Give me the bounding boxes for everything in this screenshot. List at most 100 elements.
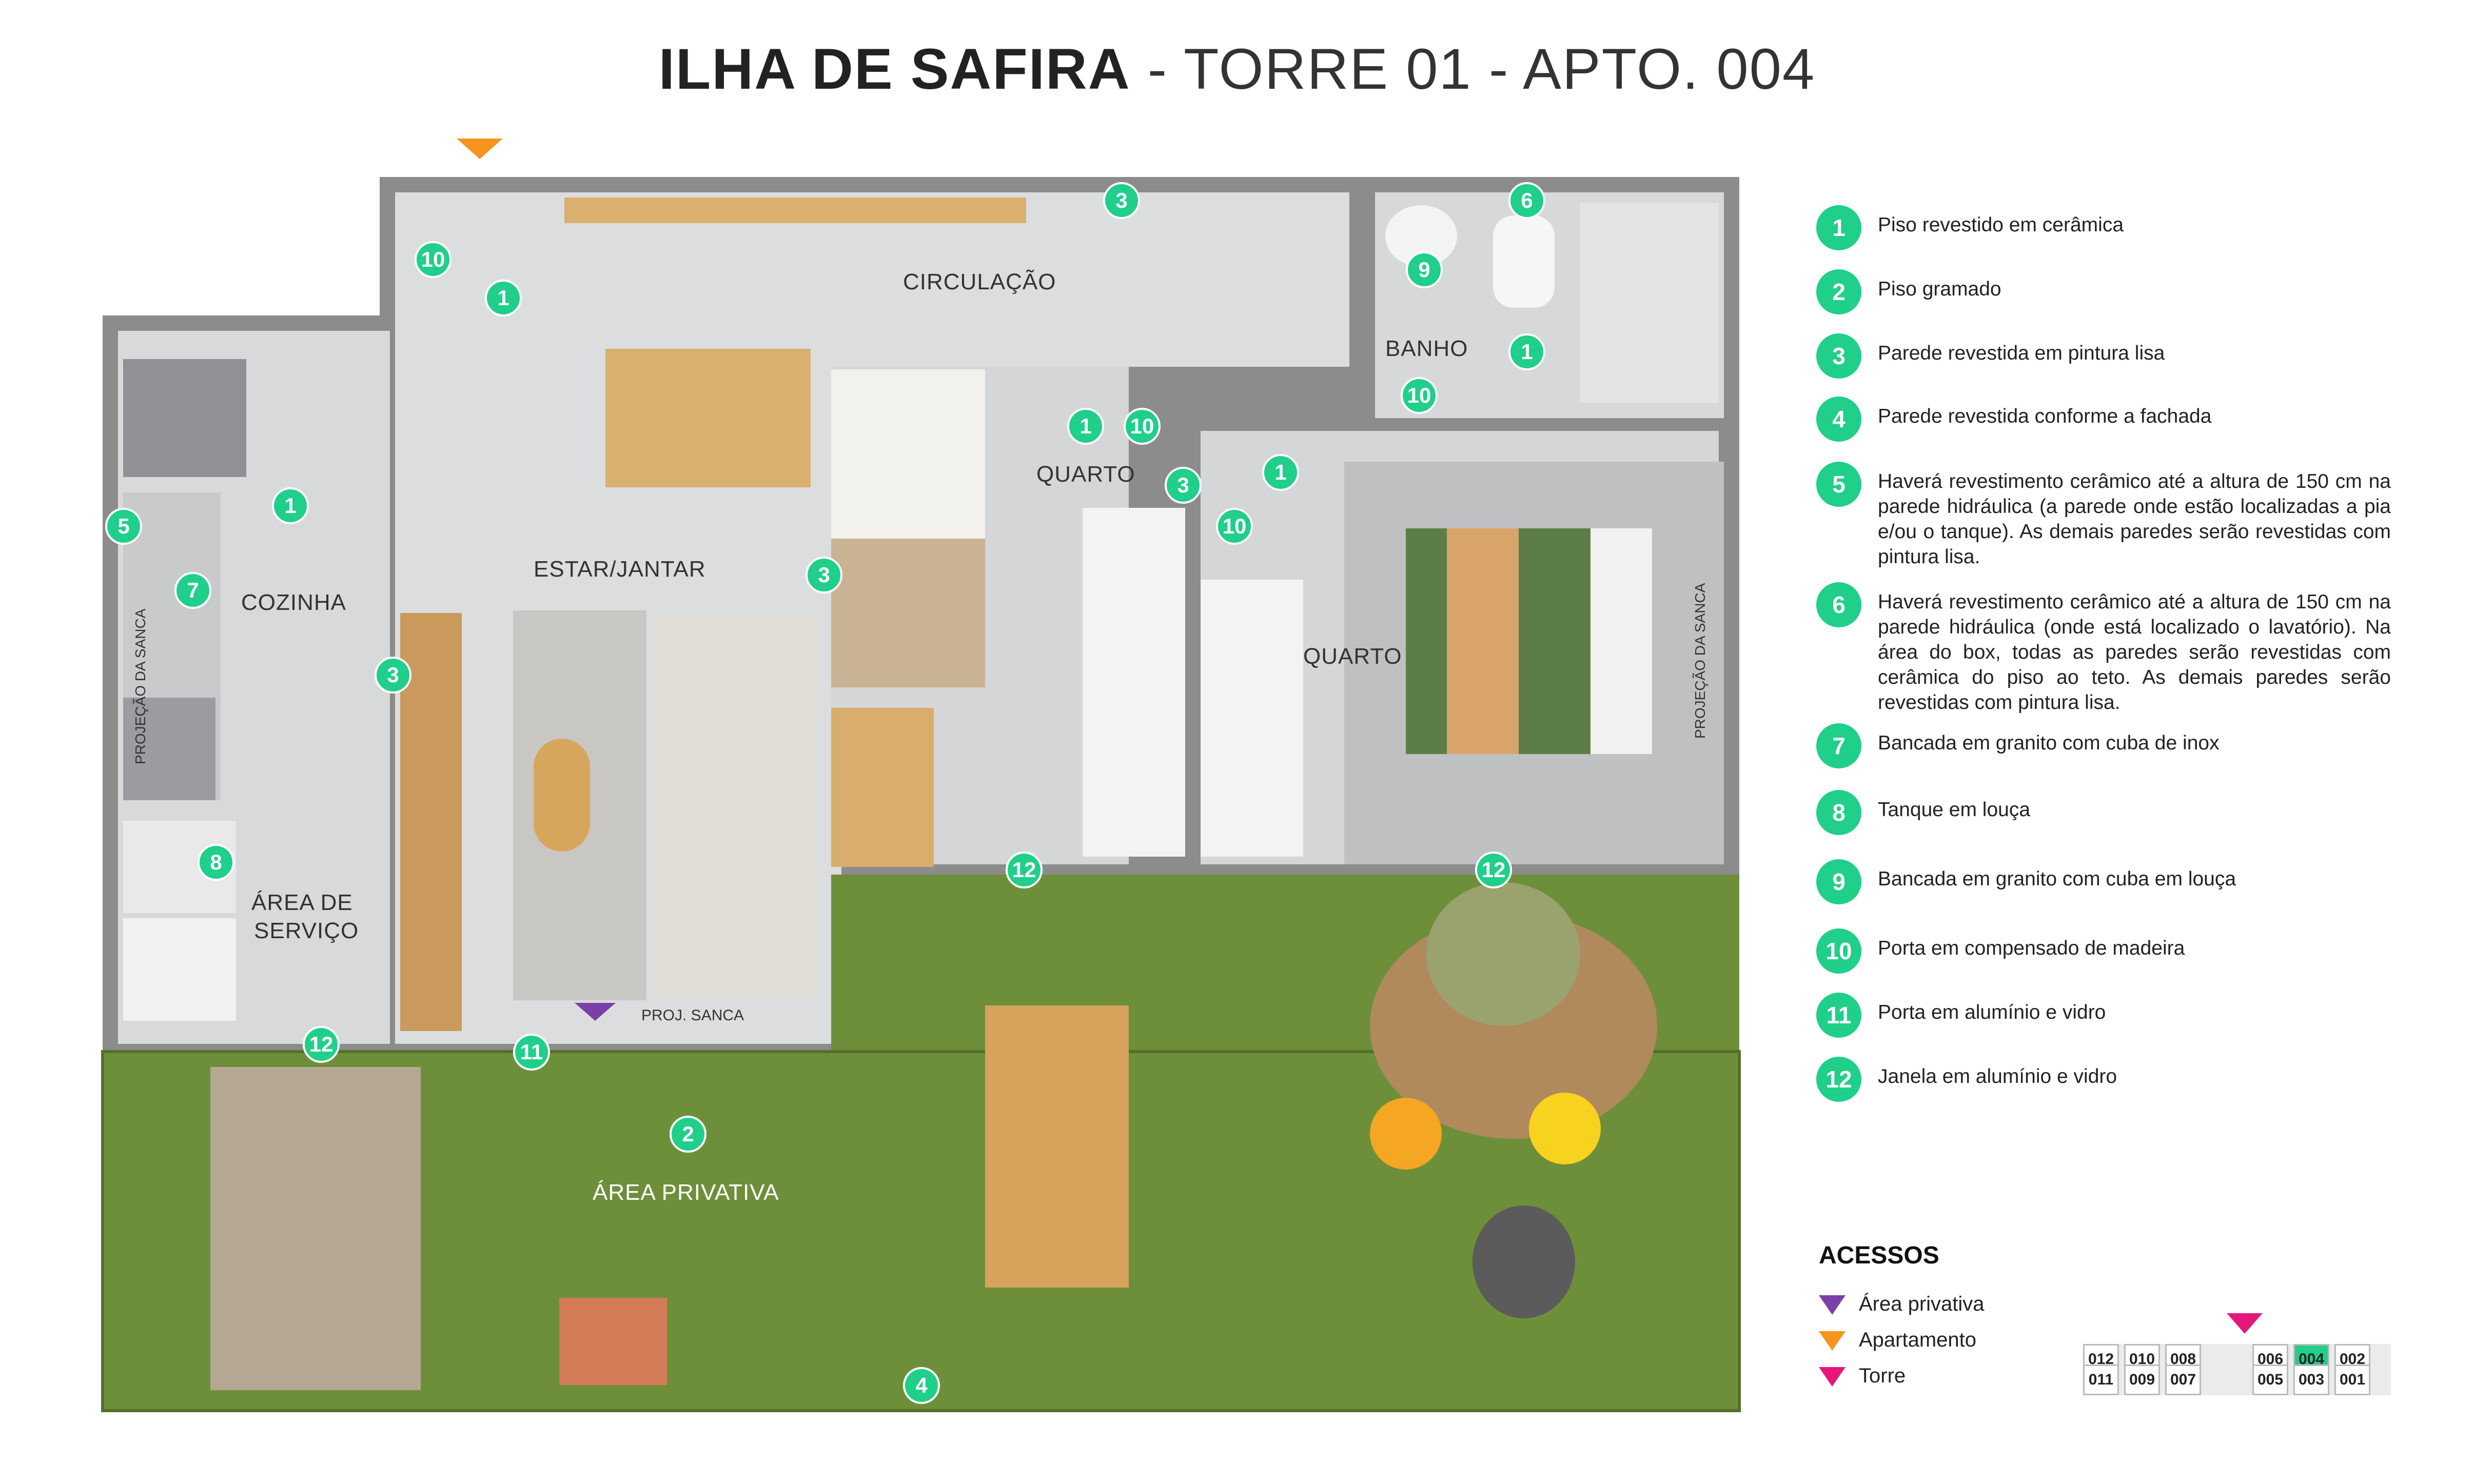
legend-number: 2 — [1816, 269, 1861, 314]
legend-number: 11 — [1816, 993, 1861, 1038]
marker-bath-door: 10 — [1401, 377, 1438, 414]
legend-number: 1 — [1816, 205, 1861, 250]
marker-window-quarto2: 12 — [1475, 852, 1512, 888]
stove — [123, 698, 215, 800]
legend-number: 6 — [1816, 582, 1861, 627]
proj-sanca-left-label: PROJEÇÃO DA SANCA — [132, 608, 148, 764]
legend-text: Bancada em granito com cuba de inox — [1878, 732, 2220, 754]
unit-011: 011 — [2083, 1364, 2119, 1395]
marker-floor: 1 — [485, 280, 522, 316]
legend-number: 3 — [1816, 333, 1861, 379]
tower-entrance-icon — [2227, 1313, 2263, 1334]
shower-box — [1580, 203, 1719, 403]
title-main: ILHA DE SAFIRA — [658, 37, 1131, 101]
triangle-icon — [1819, 1295, 1845, 1315]
proj-sanca-right-label: PROJEÇÃO DA SANCA — [1692, 583, 1708, 739]
legend-text: Parede revestida em pintura lisa — [1878, 342, 2165, 364]
tv-panel — [400, 613, 462, 1031]
fridge — [123, 359, 246, 477]
unit-009: 009 — [2124, 1364, 2160, 1395]
pouf-orange — [1370, 1098, 1442, 1170]
title-sub: - TORRE 01 - APTO. 004 — [1130, 37, 1816, 101]
legend-text: Piso revestido em cerâmica — [1878, 214, 2124, 236]
marker-grass: 2 — [670, 1116, 706, 1153]
lounge-rug — [210, 1067, 421, 1390]
acesso-apartamento: Apartamento — [1819, 1329, 1976, 1352]
legend-number: 10 — [1816, 928, 1861, 974]
wardrobe-2 — [1201, 580, 1303, 857]
double-bed-pillows — [1591, 528, 1652, 754]
marker-facade: 4 — [903, 1367, 940, 1404]
marker-bath-sink: 9 — [1406, 251, 1443, 288]
double-bed-throw — [1447, 528, 1519, 754]
triangle-icon — [1819, 1331, 1845, 1351]
legend-text: Bancada em granito com cuba em louça — [1878, 868, 2236, 890]
room-label-quarto-2: QUARTO — [1303, 644, 1402, 669]
marker-bath-wall: 6 — [1508, 182, 1545, 219]
acesso-area-privativa: Área privativa — [1819, 1293, 1985, 1316]
marker-quarto2-door: 10 — [1216, 508, 1253, 545]
round-sofa — [1426, 882, 1580, 1026]
room-label-circulacao: CIRCULAÇÃO — [903, 269, 1056, 294]
room-label-quarto-1: QUARTO — [1036, 462, 1135, 487]
marker-window-quarto1: 12 — [1006, 852, 1043, 888]
room-label-area-servico-1: ÁREA DE — [251, 890, 353, 915]
tower-key: 012 010 008 006 004 002 011 009 007 005 … — [2083, 1313, 2391, 1395]
acesso-torre: Torre — [1819, 1364, 1906, 1388]
pouf-yellow — [1529, 1093, 1601, 1164]
marker-wall: 3 — [1103, 182, 1140, 219]
legend-text: Piso gramado — [1878, 278, 2001, 300]
acessos-title: ACESSOS — [1819, 1242, 1939, 1269]
marker-door: 10 — [415, 241, 451, 278]
private-area-entrance-icon — [575, 1003, 616, 1021]
marker-window-service: 12 — [303, 1026, 340, 1063]
marker-corridor-wall: 3 — [806, 557, 842, 593]
apartment-entrance-icon — [457, 138, 503, 159]
marker-quarto-wall: 3 — [1165, 467, 1202, 504]
wardrobe-1 — [1083, 508, 1185, 857]
marker-door-glass: 11 — [513, 1034, 550, 1071]
acesso-label: Torre — [1859, 1364, 1906, 1387]
room-label-banho: BANHO — [1385, 336, 1468, 361]
legend-number: 7 — [1816, 723, 1861, 768]
toilet — [1493, 215, 1555, 308]
room-label-area-servico-2: SERVIÇO — [254, 918, 359, 943]
bed-single-blanket — [831, 539, 985, 687]
marker-quarto2-floor: 1 — [1262, 454, 1299, 491]
legend-text: Tanque em louça — [1878, 799, 2031, 821]
dining-table — [605, 349, 811, 487]
room-label-estar: ESTAR/JANTAR — [534, 557, 706, 582]
marker-quarto1-floor: 1 — [1067, 408, 1104, 445]
legend-number: 12 — [1816, 1057, 1861, 1102]
legend-text: Haverá revestimento cerâmico até a altur… — [1878, 591, 2391, 714]
legend-text: Janela em alumínio e vidro — [1878, 1065, 2117, 1087]
unit-003: 003 — [2293, 1364, 2329, 1395]
marker-bath-floor: 1 — [1508, 333, 1545, 370]
legend-number: 9 — [1816, 859, 1861, 904]
marker-quarto1-door: 10 — [1124, 408, 1161, 445]
unit-001: 001 — [2334, 1364, 2370, 1395]
triangle-icon — [1819, 1367, 1845, 1387]
room-label-area-privativa: ÁREA PRIVATIVA — [593, 1180, 779, 1205]
proj-sanca-small-label: PROJ. SANCA — [641, 1007, 744, 1024]
legend-text: Parede revestida conforme a fachada — [1878, 405, 2212, 427]
floor-plan-drawing — [101, 138, 1741, 1412]
acesso-label: Área privativa — [1859, 1293, 1985, 1315]
grill — [1472, 1205, 1575, 1318]
garden-bench — [559, 1298, 667, 1385]
sink — [1385, 205, 1457, 267]
unit-007: 007 — [2165, 1364, 2201, 1395]
acesso-label: Apartamento — [1859, 1329, 1977, 1351]
marker-kitchen-wall: 5 — [105, 508, 142, 545]
washing-machine — [123, 918, 236, 1021]
unit-005: 005 — [2252, 1364, 2288, 1395]
legend-text: Porta em alumínio e vidro — [1878, 1001, 2106, 1023]
marker-laundry-tub: 8 — [198, 844, 234, 881]
desk — [831, 708, 934, 867]
legend-number: 8 — [1816, 790, 1861, 835]
legend-number: 4 — [1816, 397, 1861, 442]
circulation-shelf — [564, 197, 1026, 223]
outdoor-table — [985, 1005, 1129, 1288]
legend-text: Porta em compensado de madeira — [1878, 937, 2185, 959]
marker-kitchen-floor: 1 — [272, 487, 309, 524]
